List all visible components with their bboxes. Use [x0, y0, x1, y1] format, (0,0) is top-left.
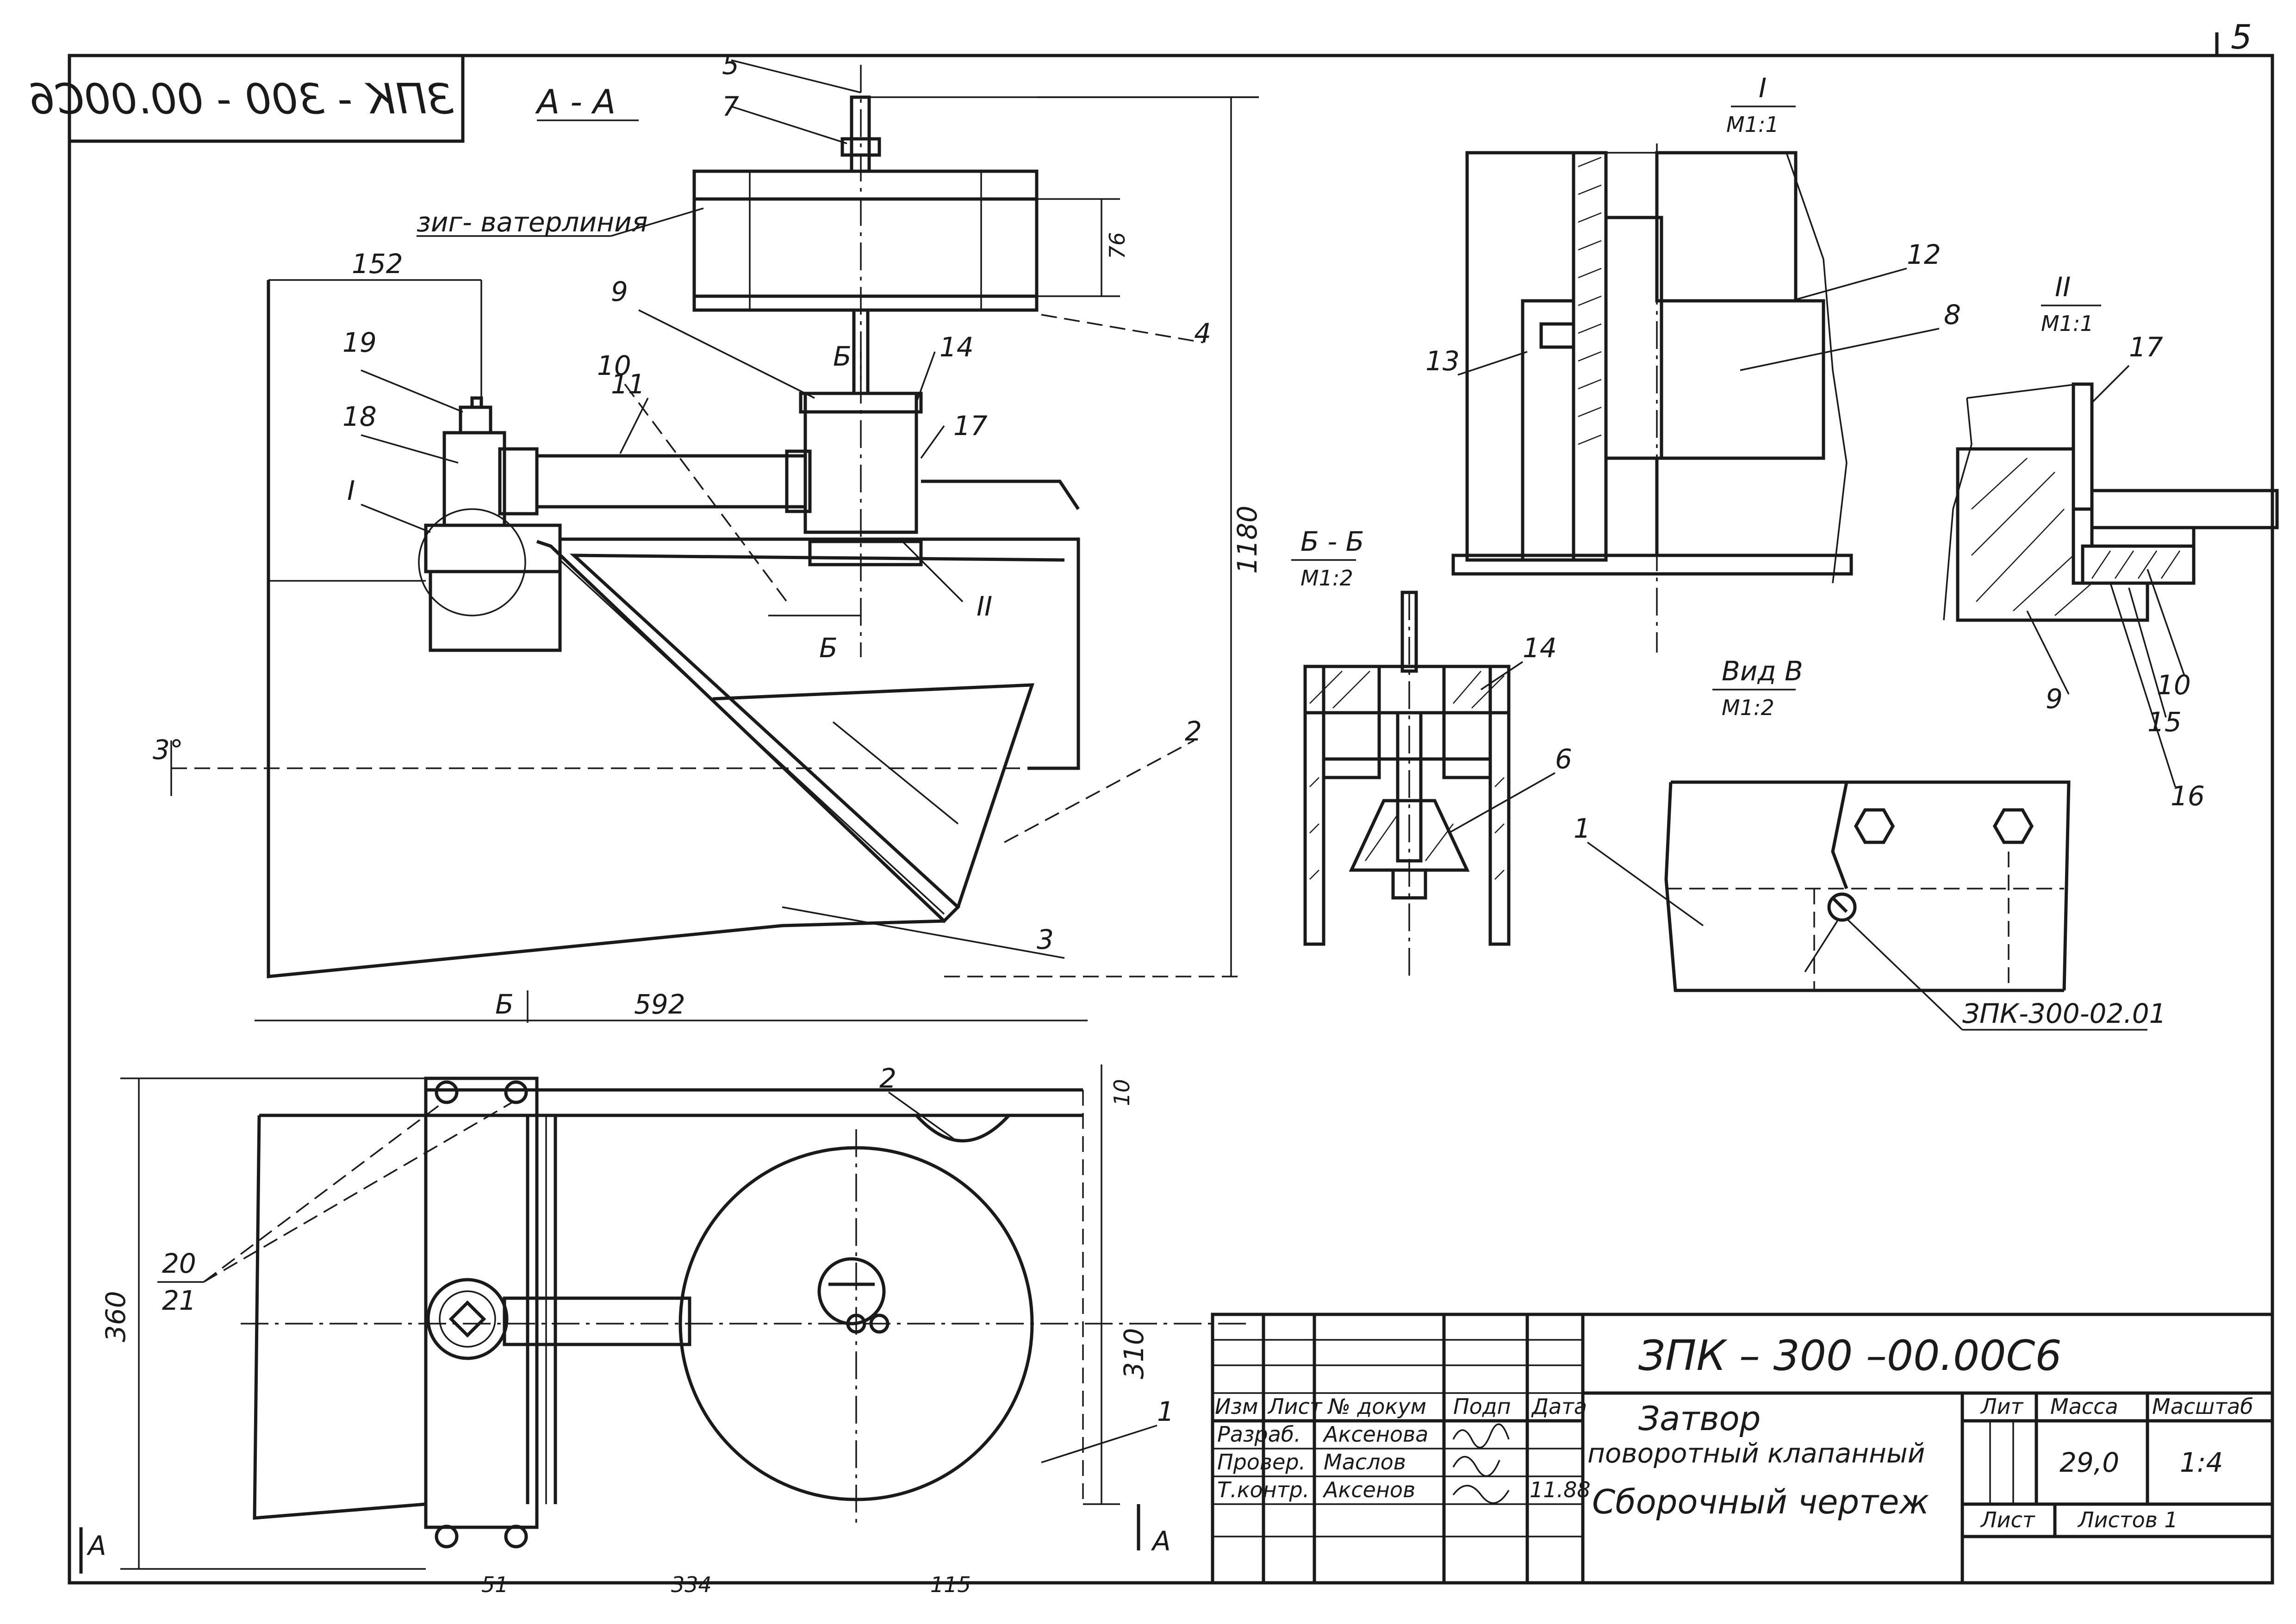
- dim-152: 152: [352, 248, 403, 280]
- reference-label: ЗПК-300-02.01: [1962, 998, 2166, 1029]
- tb-sheet-hdr: Лист: [1980, 1507, 2035, 1532]
- tb-mass-val: 29,0: [2060, 1447, 2119, 1478]
- tb-scale-val: 1:4: [2180, 1447, 2223, 1478]
- section-a-title: А - А: [535, 82, 616, 121]
- cut-a-left: А: [86, 1530, 106, 1562]
- part-20: 20: [162, 1248, 196, 1279]
- part-leaders-a: 5 7 9 14 17 11 10 19 18 I II 4 2: [342, 49, 1211, 959]
- tb-hdr-date: Дата: [1531, 1394, 1587, 1419]
- tb-scale-hdr: Масштаб: [2152, 1394, 2253, 1419]
- tb-hdr-doc: № докум: [1327, 1394, 1426, 1419]
- part-18: 18: [342, 401, 377, 432]
- detail-1-scale: М1:1: [1726, 112, 1779, 137]
- part-5: 5: [722, 49, 739, 81]
- dim-76: 76: [1105, 232, 1130, 259]
- tb-mass-hdr: Масса: [2050, 1394, 2118, 1419]
- tb-name-tcontr: Аксенов: [1322, 1477, 1415, 1502]
- view-v: Вид В М1:2 1 ЗПК-300-02.01: [1574, 655, 2166, 1031]
- tb-role-tcontr: Т.контр.: [1217, 1477, 1309, 1502]
- title-block: Изм Лист № докум Подп Дата Разраб. Аксен…: [1211, 1313, 2274, 1585]
- detail-2-part-16: 16: [2171, 780, 2205, 812]
- part-21: 21: [162, 1285, 196, 1316]
- dim-334: 334: [671, 1572, 712, 1597]
- tb-hdr-sign: Подп: [1453, 1394, 1511, 1419]
- cut-b-upper: Б: [833, 341, 852, 372]
- detail-2-title: II: [2055, 271, 2071, 303]
- section-b-b: Б - Б М1:2 14 6: [1291, 526, 1572, 981]
- section-b-title: Б - Б: [1300, 526, 1364, 557]
- view-v-part-1: 1: [1574, 813, 1591, 844]
- detail-1-part-8: 8: [1944, 299, 1961, 330]
- view-v-title: Вид В: [1722, 655, 1803, 687]
- cut-b-plan: Б: [495, 989, 514, 1020]
- mirrored-designation: ЗПК - 300 - 00.00С6: [29, 75, 454, 124]
- tb-title-line3: Сборочный чертеж: [1592, 1482, 1929, 1521]
- detail-1: I М1:1 12 8 13: [1425, 72, 1961, 653]
- tb-lit-hdr: Лит: [1980, 1394, 2023, 1419]
- part-14: 14: [940, 331, 974, 363]
- part-2: 2: [1185, 716, 1202, 747]
- detail-2-part-17: 17: [2129, 331, 2163, 363]
- section-b-scale: М1:2: [1300, 566, 1353, 591]
- dim-angle: 3°: [153, 734, 183, 765]
- signature-dev: [1452, 1423, 1510, 1449]
- dim-51: 51: [481, 1572, 509, 1597]
- tb-sheets-hdr: Листов 1: [2077, 1507, 2178, 1532]
- tb-hdr-list: Лист: [1267, 1394, 1323, 1419]
- signature-check: [1452, 1456, 1500, 1477]
- section-b-part-6: 6: [1555, 743, 1572, 775]
- page-number: 5: [2231, 18, 2252, 56]
- dim-1180: 1180: [1232, 505, 1263, 574]
- dim-592: 592: [634, 989, 685, 1020]
- cut-a-right: А: [1151, 1525, 1171, 1557]
- plan-part-1: 1: [1157, 1396, 1174, 1427]
- part-detail-2-mark: II: [977, 591, 992, 622]
- detail-2-scale: М1:1: [2041, 311, 2094, 336]
- waterline-label: зиг- ватерлиния: [417, 206, 648, 238]
- tb-date-tcontr: 11.88: [1530, 1477, 1591, 1502]
- detail-2-part-9: 9: [2046, 683, 2063, 715]
- detail-1-part-12: 12: [1907, 239, 1941, 270]
- cut-b-lower: Б: [819, 632, 838, 664]
- sheet-frame: 5: [68, 18, 2274, 1585]
- tb-role-check: Провер.: [1217, 1450, 1306, 1475]
- tb-name-dev: Аксенова: [1322, 1422, 1428, 1447]
- detail-2: II М1:1 17 9 10 15 16: [1943, 271, 2279, 812]
- part-19: 19: [342, 327, 377, 358]
- part-4: 4: [1194, 317, 1211, 349]
- tb-designation: ЗПК – 300 –00.00С6: [1638, 1332, 2062, 1380]
- part-9: 9: [611, 276, 628, 307]
- tb-title-line1: Затвор: [1638, 1399, 1761, 1438]
- part-11: 11: [611, 368, 645, 400]
- part-10: 10: [597, 350, 631, 381]
- part-detail-1-mark: I: [347, 475, 355, 506]
- section-a-a: А - А зиг- ватерлиния 76: [153, 49, 1263, 978]
- tb-name-check: Маслов: [1324, 1450, 1406, 1475]
- dim-310: 310: [1118, 1328, 1150, 1379]
- plan-part-2: 2: [879, 1063, 896, 1094]
- tb-role-dev: Разраб.: [1217, 1422, 1301, 1447]
- dim-115: 115: [930, 1572, 971, 1597]
- part-17: 17: [953, 410, 988, 442]
- dim-10: 10: [1109, 1079, 1134, 1106]
- mirrored-designation-box: ЗПК - 300 - 00.00С6: [29, 54, 465, 143]
- view-v-scale: М1:2: [1722, 695, 1774, 720]
- detail-1-title: I: [1759, 72, 1767, 104]
- detail-1-part-13: 13: [1425, 345, 1460, 377]
- tb-title-line2: поворотный клапанный: [1587, 1437, 1925, 1469]
- signature-tcontr: [1452, 1485, 1510, 1504]
- detail-2-part-10: 10: [2157, 669, 2191, 701]
- part-3: 3: [1037, 924, 1054, 955]
- section-b-part-14: 14: [1523, 632, 1557, 664]
- tb-hdr-izm: Изм: [1215, 1394, 1258, 1419]
- dim-360: 360: [100, 1291, 131, 1342]
- part-7: 7: [722, 91, 739, 122]
- plan-view: 592 Б 2: [79, 989, 1250, 1597]
